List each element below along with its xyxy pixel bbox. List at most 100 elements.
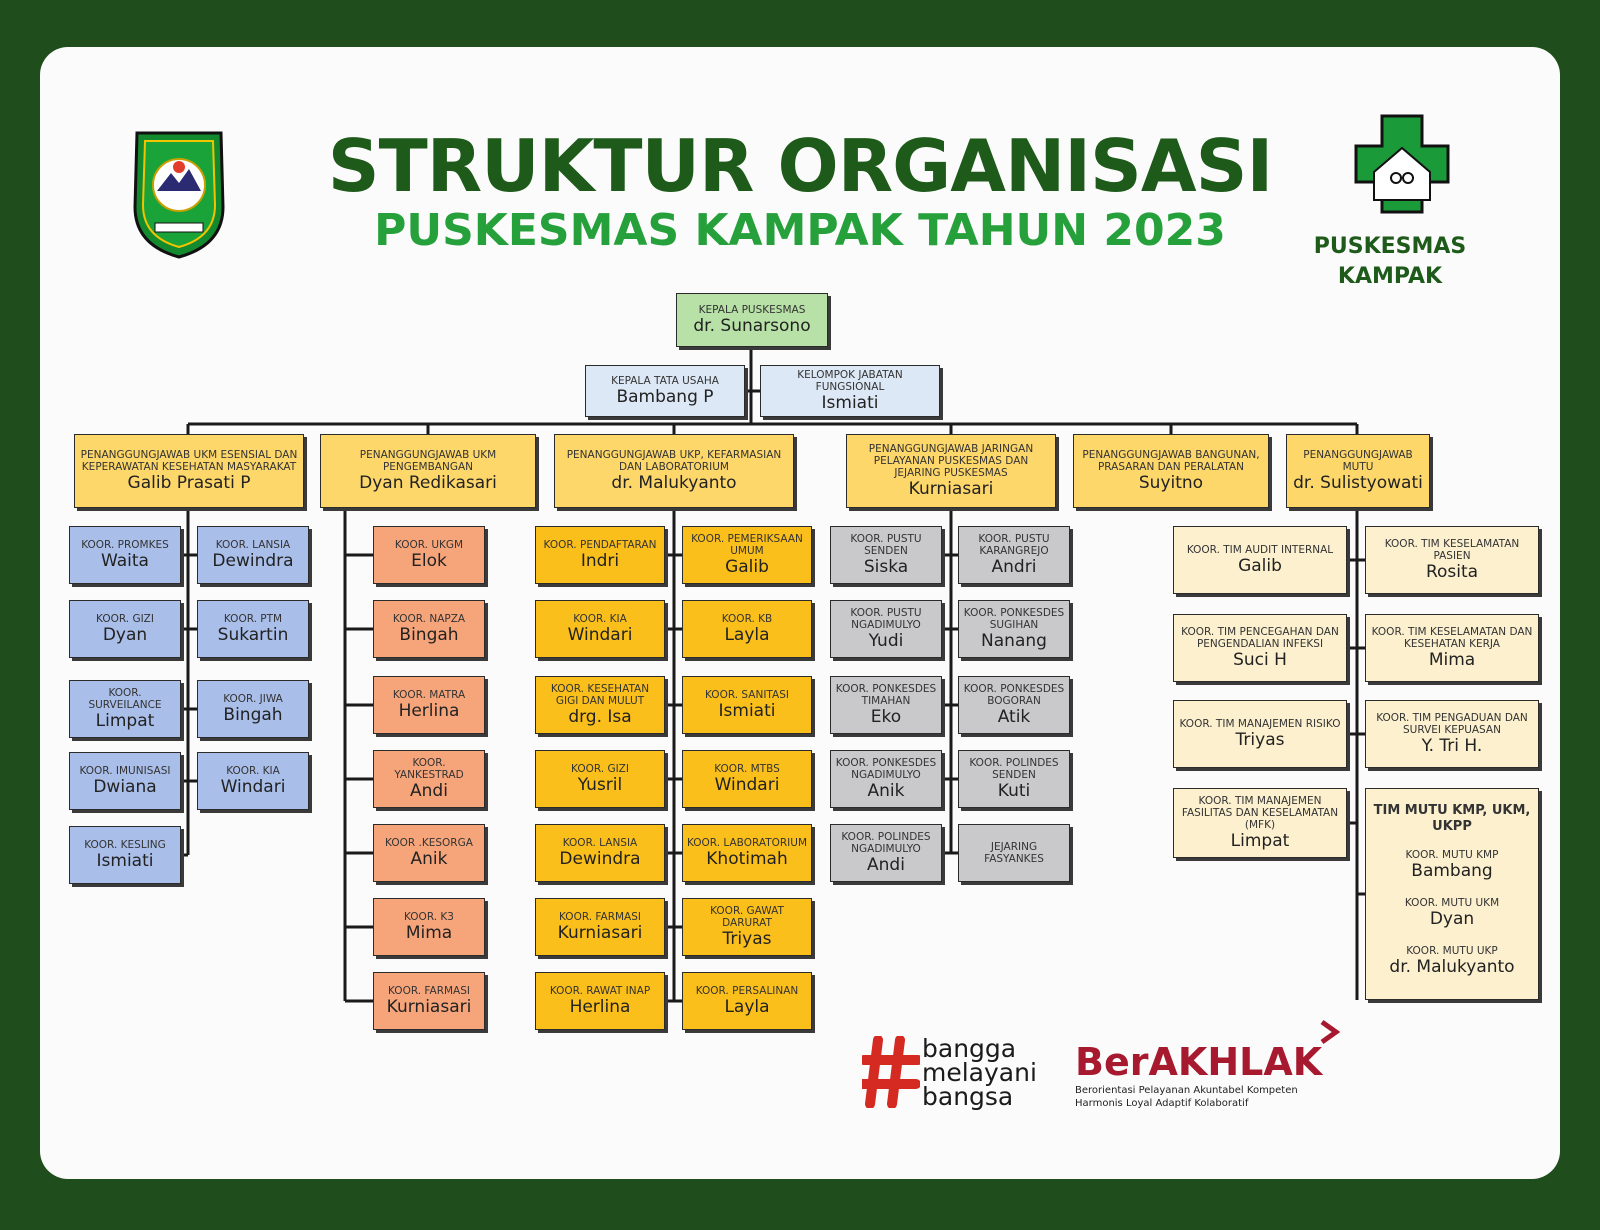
mutu-left-box-0-name: Galib: [1238, 556, 1282, 576]
ukp-box-3-name: Layla: [724, 625, 770, 645]
pj-box-4-title: PENANGGUNGJAWAB BANGUNAN, PRASARAN DAN P…: [1082, 449, 1260, 473]
mutu-left-box-3-title: KOOR. TIM MANAJEMEN FASILITAS DAN KESELA…: [1181, 795, 1339, 831]
jaringan-box-1-name: Andri: [991, 557, 1037, 577]
ukm-esensial-box-3-title: KOOR. PTM: [223, 613, 283, 625]
tim-mutu-member-1-title: KOOR. MUTU UKM: [1404, 897, 1500, 909]
jaringan-box-5-title: KOOR. PONKESDES BOGORAN: [963, 683, 1065, 707]
ukm-esensial-box-0-title: KOOR. PROMKES: [81, 539, 169, 551]
pj-box-5-title: PENANGGUNGJAWAB MUTU: [1303, 449, 1413, 473]
pj-box-0-title: PENANGGUNGJAWAB UKM ESENSIAL DAN KEPERAW…: [80, 449, 298, 473]
pj-box-3-title: PENANGGUNGJAWAB JARINGAN PELAYANAN PUSKE…: [868, 443, 1034, 479]
ukp-box-11-name: Triyas: [722, 929, 772, 949]
berakhlak-wordmark: BerAKHLAK: [1075, 1040, 1323, 1084]
jaringan-box-6-title: KOOR. PONKESDES NGADIMULYO: [835, 757, 937, 781]
berakhlak-tagline-1: Berorientasi Pelayanan Akuntabel Kompete…: [1075, 1085, 1298, 1096]
ukm-esensial-box-6-title: KOOR. IMUNISASI: [79, 765, 171, 777]
ukm-pengembangan-box-4-name: Anik: [410, 849, 448, 869]
jaringan-box-7-name: Kuti: [997, 781, 1031, 801]
bangga-text: bangga: [922, 1034, 1017, 1063]
ukm-pengembangan-box-6-name: Kurniasari: [386, 997, 472, 1017]
top-box-2-name: Ismiati: [821, 393, 879, 413]
page-subtitle: PUSKESMAS KAMPAK TAHUN 2023: [374, 205, 1226, 256]
pj-box-4: PENANGGUNGJAWAB BANGUNAN, PRASARAN DAN P…: [1073, 434, 1269, 508]
ukm-esensial-box-4-name: Limpat: [95, 711, 155, 731]
ukp-box-1-title: KOOR. PEMERIKSAAN UMUM: [691, 533, 803, 557]
jaringan-box-4-title: KOOR. PONKESDES TIMAHAN: [835, 683, 937, 707]
bangsa-text: bangsa: [922, 1082, 1014, 1111]
ukp-box-7-name: Windari: [714, 775, 780, 795]
ukm-pengembangan-box-3-title: KOOR. YANKESTRAD: [394, 757, 464, 781]
mutu-left-box-1-title: KOOR. TIM PENCEGAHAN DAN PENGENDALIAN IN…: [1181, 626, 1339, 650]
ukp-box-9-title: KOOR. LABORATORIUM: [686, 837, 808, 849]
top-box-1-name: Bambang P: [616, 387, 714, 407]
ukp-box-6-title: KOOR. GIZI: [571, 763, 629, 775]
mutu-right-box-2-name: Y. Tri H.: [1421, 736, 1483, 756]
ukp-box-11-title: KOOR. GAWAT DARURAT: [710, 905, 784, 929]
ukm-esensial-box-8-name: Ismiati: [96, 851, 154, 871]
mutu-left-box-2-name: Triyas: [1235, 730, 1285, 750]
ukp-box-10-title: KOOR. FARMASI: [559, 911, 641, 923]
brand-line-2: KAMPAK: [1337, 264, 1443, 289]
tim-mutu-member-0-name: Bambang: [1411, 861, 1493, 881]
jaringan-box-2-name: Yudi: [868, 631, 904, 651]
ukm-esensial-box-5-title: KOOR. JIWA: [223, 693, 283, 705]
ukm-pengembangan-box-1-title: KOOR. NAPZA: [392, 613, 466, 625]
ukm-esensial-box-3-name: Sukartin: [217, 625, 289, 645]
ukm-esensial-box-7-title: KOOR. KIA: [226, 765, 280, 777]
top-box-0-title: KEPALA PUSKESMAS: [698, 304, 806, 316]
ukm-pengembangan-box-2-name: Herlina: [398, 701, 460, 721]
ukm-esensial-box-5-name: Bingah: [223, 705, 283, 725]
ukp-box-5-name: Ismiati: [718, 701, 776, 721]
ukp-box-4-title: KOOR. KESEHATAN GIGI DAN MULUT: [550, 683, 650, 707]
pj-box-1-title: PENANGGUNGJAWAB UKM PENGEMBANGAN: [359, 449, 497, 473]
pj-box-2: PENANGGUNGJAWAB UKP, KEFARMASIAN DAN LAB…: [554, 434, 794, 508]
ukm-pengembangan-box-3-name: Andi: [410, 781, 448, 801]
ukm-esensial-box-2-title: KOOR. GIZI: [96, 613, 154, 625]
jaringan-box-3-title: KOOR. PONKESDES SUGIHAN: [963, 607, 1065, 631]
hashtag-icon: [862, 1036, 920, 1108]
ukm-esensial-box-6-name: Dwiana: [93, 777, 157, 797]
ukm-esensial-box-0-name: Waita: [101, 551, 149, 571]
pj-box-0: PENANGGUNGJAWAB UKM ESENSIAL DAN KEPERAW…: [74, 434, 304, 508]
ukp-box-8-name: Dewindra: [559, 849, 641, 869]
jaringan-box-3-name: Nanang: [981, 631, 1047, 651]
mutu-right-box-0-title: KOOR. TIM KESELAMATAN PASIEN: [1384, 538, 1520, 562]
ukm-pengembangan-box-0-title: KOOR. UKGM: [394, 539, 464, 551]
pj-box-5-name: dr. Sulistyowati: [1293, 473, 1423, 493]
mutu-right-box-0-name: Rosita: [1425, 562, 1479, 582]
jaringan-box-4-name: Eko: [870, 707, 902, 727]
regency-seal-icon: [133, 131, 225, 259]
top-box-1-title: KEPALA TATA USAHA: [611, 375, 719, 387]
ukp-box-7-title: KOOR. MTBS: [714, 763, 780, 775]
jaringan-box-0-name: Siska: [863, 557, 909, 577]
ukm-esensial-box-4-title: KOOR. SURVEILANCE: [88, 687, 162, 711]
puskesmas-brand-label: PUSKESMAS KAMPAK: [1310, 232, 1470, 292]
ukm-pengembangan-box-6-title: KOOR. FARMASI: [388, 985, 470, 997]
